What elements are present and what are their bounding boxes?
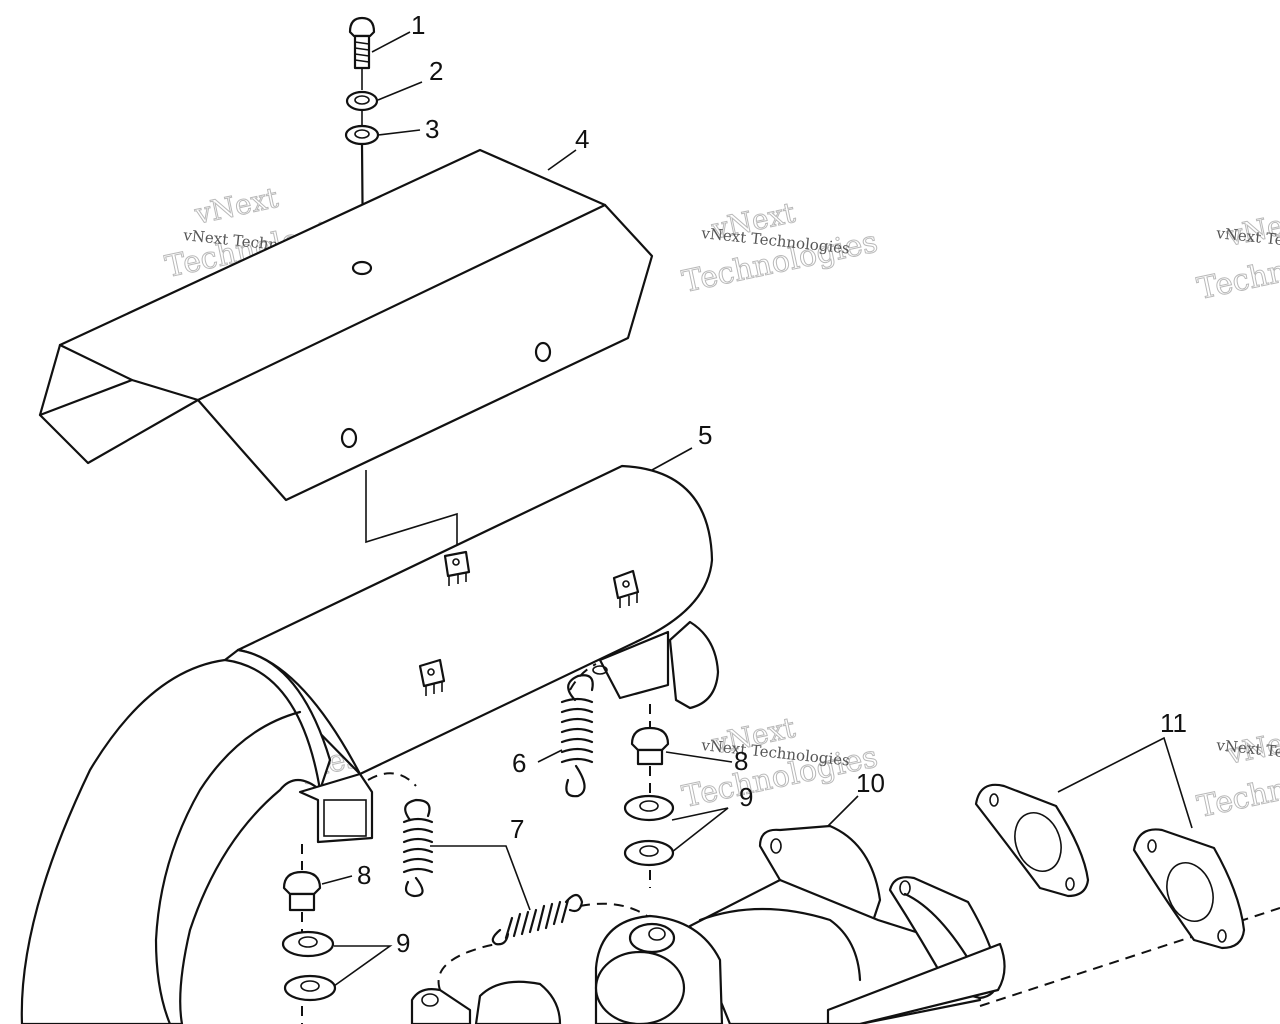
- watermark-group-6: vNext Technologies: [1194, 720, 1280, 825]
- spring-part-7a: [402, 798, 434, 898]
- callout-7: 7: [510, 814, 524, 844]
- callout-9-right: 9: [739, 782, 753, 812]
- callout-3: 3: [425, 114, 439, 144]
- watermark-line1: vNext: [191, 181, 282, 231]
- muffler-part: [20, 464, 714, 1024]
- callout-8-right: 8: [734, 746, 748, 776]
- callout-8-left: 8: [357, 860, 371, 890]
- manifold-part-10: [410, 824, 1006, 1024]
- flat-washer-part: [344, 124, 380, 146]
- callout-5: 5: [698, 420, 712, 450]
- callout-1: 1: [411, 10, 425, 40]
- tailpipe-part: [668, 620, 720, 710]
- spring-part-6: [560, 674, 594, 798]
- watermark-small: vNext Technologies: [1215, 224, 1280, 258]
- washer-part-9-right-bottom: [623, 839, 675, 867]
- callout-2: 2: [429, 56, 443, 86]
- gasket-part-11-left: [974, 783, 1090, 898]
- callout-4: 4: [575, 124, 589, 154]
- callout-11: 11: [1160, 708, 1187, 738]
- callout-10: 10: [856, 768, 885, 798]
- callout-labels: 1 2 3 4 5 6 7 8 8 9 9 10 11: [357, 10, 1187, 958]
- heat-shield-part: [38, 148, 654, 502]
- spring-part-7b: [491, 893, 584, 946]
- gasket-part-11-right: [1132, 828, 1246, 950]
- grommet-part-8-left: [282, 870, 322, 912]
- callout-9-left: 9: [396, 928, 410, 958]
- washer-part-9-right-top: [623, 794, 675, 822]
- washer-part-9-left-bottom: [283, 974, 337, 1002]
- washer-part-9-left-top: [281, 930, 335, 958]
- bolt-part: [348, 16, 376, 90]
- lock-washer-part: [345, 90, 379, 112]
- grommet-part-8-right: [630, 726, 670, 766]
- leader-lines: [321, 31, 1193, 987]
- callout-6: 6: [512, 748, 526, 778]
